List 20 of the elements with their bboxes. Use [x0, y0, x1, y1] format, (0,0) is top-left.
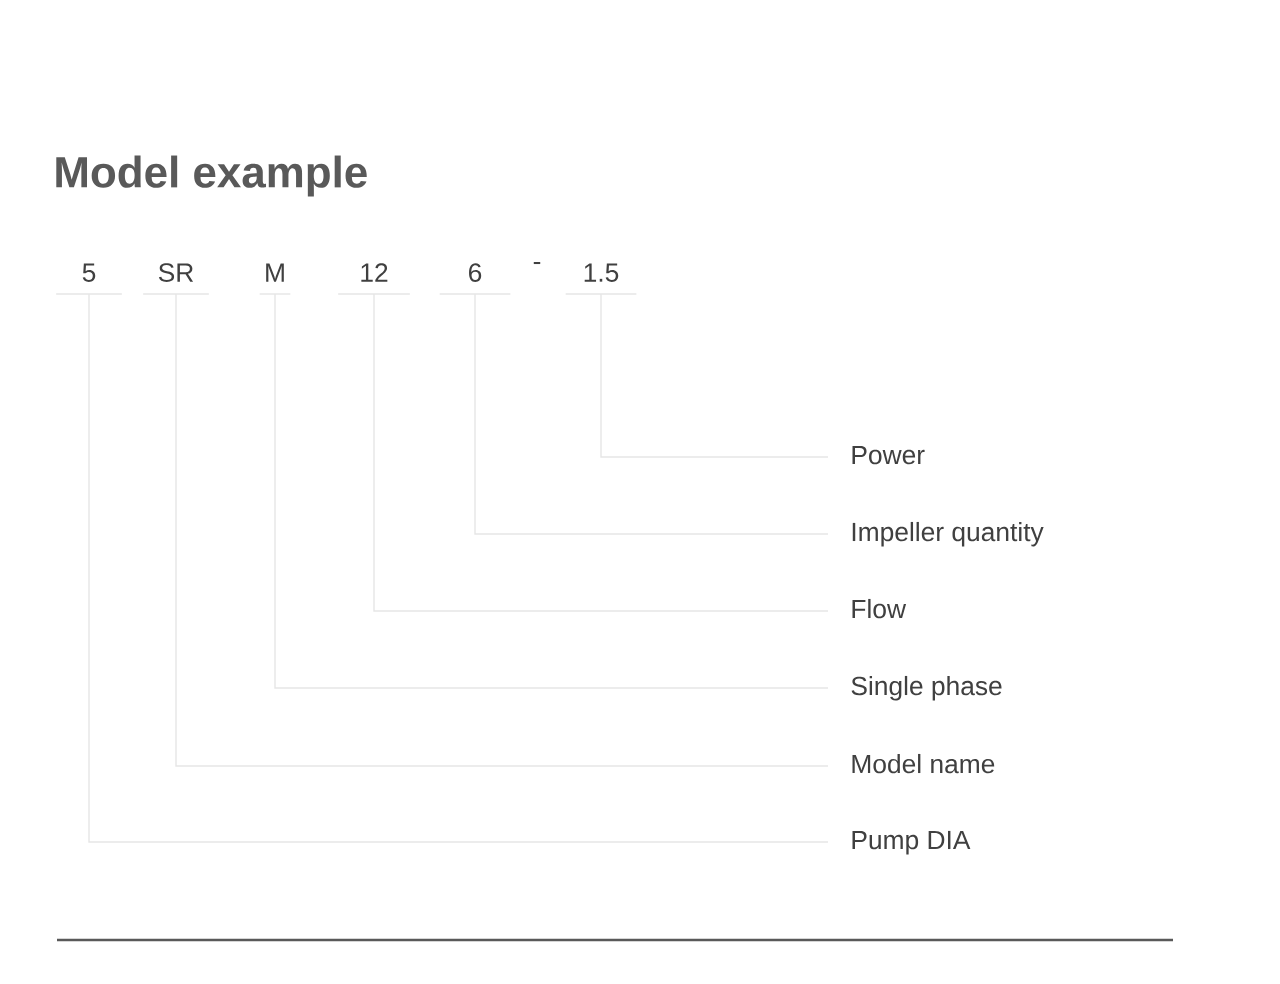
code-segment: 6: [438, 263, 512, 295]
title: Model example: [56, 155, 367, 197]
description-label: Power: [852, 445, 925, 465]
separator-dash: -: [533, 262, 541, 265]
description-label: Single phase: [851, 675, 1002, 701]
leader-line: [474, 293, 829, 535]
description-label: Flow: [852, 598, 907, 619]
code-segment: 12: [337, 263, 411, 295]
code-segment: SR: [142, 263, 210, 295]
description-label: Model name: [852, 753, 995, 774]
leader-line: [274, 293, 829, 689]
code-segment: 1.5: [564, 263, 638, 295]
code-segment: M: [258, 263, 292, 295]
description-label: Impeller quantity: [852, 521, 1044, 547]
leader-line: [373, 293, 829, 612]
leader-line: [600, 293, 829, 458]
leader-line: [175, 293, 829, 767]
code-segment: 5: [55, 263, 123, 295]
description-label: Pump DIA: [852, 830, 971, 855]
leader-line: [88, 293, 829, 843]
